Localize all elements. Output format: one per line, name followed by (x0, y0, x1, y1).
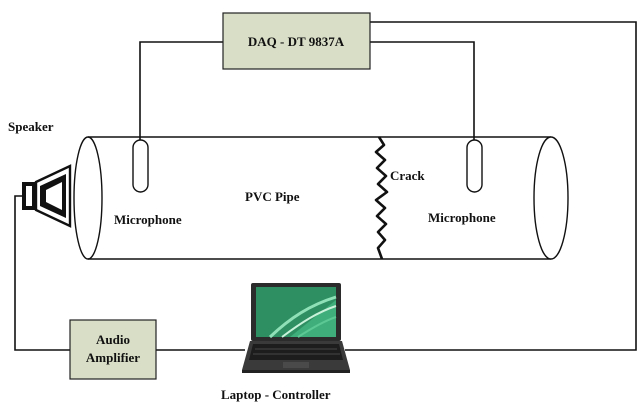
pvc-pipe (73, 136, 569, 260)
laptop-label: Laptop - Controller (221, 387, 331, 402)
microphone-left-label: Microphone (114, 212, 182, 227)
pipe-right-end (533, 136, 569, 260)
laptop-icon (242, 283, 350, 373)
crack-label: Crack (390, 168, 425, 183)
wire-speaker-to-amplifier (14, 195, 70, 351)
wire-daq-to-right-microphone (370, 41, 475, 140)
pipe-left-end (73, 136, 103, 260)
daq-label: DAQ - DT 9837A (248, 34, 345, 49)
amplifier-label-line1: Audio (96, 332, 130, 347)
microphone-left (132, 139, 149, 193)
wire-daq-to-left-microphone (139, 41, 223, 140)
daq-box: DAQ - DT 9837A (222, 12, 371, 70)
microphone-right (466, 139, 483, 193)
microphone-right-label: Microphone (428, 210, 496, 225)
amplifier-box: Audio Amplifier (69, 319, 157, 380)
wiring (14, 21, 637, 351)
speaker-label: Speaker (8, 119, 54, 134)
speaker-icon (22, 164, 72, 228)
pipe-label: PVC Pipe (245, 189, 300, 204)
wire-daq-to-laptop (345, 21, 637, 351)
amplifier-label-line2: Amplifier (86, 350, 140, 365)
crack-line (374, 136, 389, 260)
